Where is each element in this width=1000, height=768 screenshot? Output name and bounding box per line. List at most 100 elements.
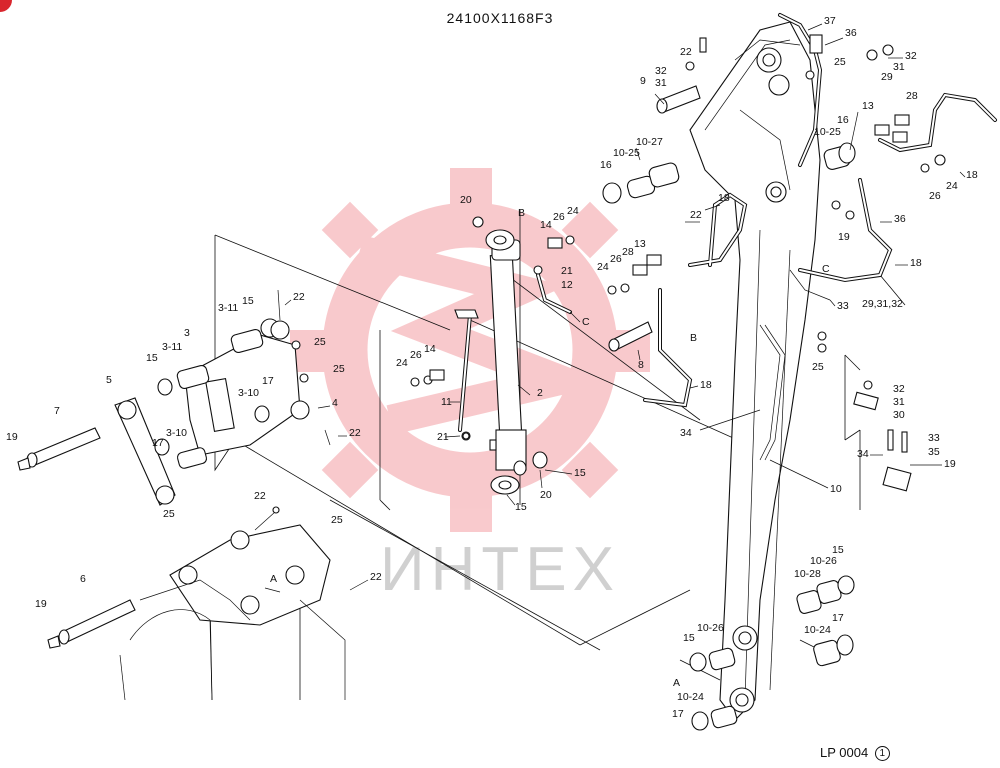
part-label: 4 — [332, 397, 338, 409]
part-label: 24 — [597, 261, 609, 273]
part-label: 30 — [893, 409, 905, 421]
hose-18-right — [688, 92, 997, 283]
part-label: 18 — [700, 379, 712, 391]
part-label: 35 — [928, 446, 940, 458]
part-label: 3-10 — [166, 427, 187, 439]
part-label: 13 — [862, 100, 874, 112]
part-label: 12 — [561, 279, 573, 291]
bucket-linkage — [119, 524, 346, 701]
part-label: 25 — [812, 361, 824, 373]
part-label: 10-25 — [613, 147, 640, 159]
part-label: 14 — [540, 219, 552, 231]
part-label: 29,31,32 — [862, 298, 903, 310]
part-label: 13 — [634, 238, 646, 250]
part-label: A — [270, 573, 277, 585]
part-label: 22 — [680, 46, 692, 58]
part-label: 3-10 — [238, 387, 259, 399]
part-label: 20 — [540, 489, 552, 501]
part-label: 7 — [54, 405, 60, 417]
part-label: 22 — [293, 291, 305, 303]
part-label: 2 — [537, 387, 543, 399]
part-label: 6 — [80, 573, 86, 585]
part-label: 10-26 — [697, 622, 724, 634]
bushings-top — [602, 142, 856, 204]
part-label: 26 — [410, 349, 422, 361]
part-label: 22 — [349, 427, 361, 439]
part-label: 19 — [6, 431, 18, 443]
page-mark-badge: 1 — [874, 746, 890, 762]
hose-12 — [533, 265, 572, 314]
link-3 — [154, 318, 310, 469]
part-label: 31 — [655, 77, 667, 89]
part-label: 15 — [683, 632, 695, 644]
part-label: 10-24 — [804, 624, 831, 636]
arm-cylinder — [485, 229, 527, 495]
part-label: 32 — [893, 383, 905, 395]
hose-36 — [778, 13, 823, 167]
leader-lines — [264, 23, 966, 593]
part-label: C — [822, 263, 830, 275]
part-label: 8 — [638, 359, 644, 371]
page-code: LP 0004 — [820, 745, 869, 760]
part-label: 17 — [832, 612, 844, 624]
part-label: 3 — [184, 327, 190, 339]
pipe-11 — [454, 309, 479, 441]
part-label: 37 — [824, 15, 836, 27]
part-label: 25 — [163, 508, 175, 520]
part-label: 10-26 — [810, 555, 837, 567]
part-label: 17 — [152, 437, 164, 449]
watermark-text: ИНТЕХ — [380, 535, 620, 604]
part-label: B — [690, 332, 697, 344]
part-label: 22 — [370, 571, 382, 583]
page-mark: 1 — [879, 748, 886, 760]
part-label: 29 — [881, 71, 893, 83]
part-label: 32 — [905, 50, 917, 62]
part-label: 15 — [574, 467, 586, 479]
part-label: 10-24 — [677, 691, 704, 703]
part-label: 22 — [254, 490, 266, 502]
part-label: 3-11 — [218, 302, 238, 314]
part-label: 25 — [834, 56, 846, 68]
part-labels: 373632312529223231928131610-2518242610-2… — [6, 15, 978, 720]
part-label: 10-28 — [794, 568, 821, 580]
part-label: 10-27 — [636, 136, 663, 148]
part-label: 32 — [655, 65, 667, 77]
part-label: 31 — [893, 396, 905, 408]
part-label: 18 — [718, 192, 730, 204]
part-label: 24 — [946, 180, 958, 192]
part-label: 24 — [396, 357, 408, 369]
part-label: 34 — [857, 448, 869, 460]
part-label: 36 — [894, 213, 906, 225]
pin-6 — [47, 599, 136, 649]
bushings-bottom — [689, 575, 855, 731]
part-label: 21 — [437, 431, 449, 443]
fittings — [410, 34, 946, 492]
part-label: 10-25 — [814, 126, 841, 138]
part-label: 16 — [600, 159, 612, 171]
pin-7 — [17, 427, 101, 471]
part-label: 19 — [35, 598, 47, 610]
part-label: B — [518, 207, 525, 219]
part-label: 18 — [966, 169, 978, 181]
part-label: 36 — [845, 27, 857, 39]
part-label: 19 — [944, 458, 956, 470]
part-label: 14 — [424, 343, 436, 355]
part-label: C — [582, 316, 590, 328]
part-label: 17 — [262, 375, 274, 387]
bolt-22-left — [277, 289, 281, 321]
part-label: 5 — [106, 374, 112, 386]
pin-9 — [656, 85, 701, 114]
line-33 — [759, 269, 831, 461]
part-label: 18 — [910, 257, 922, 269]
hose-18-center — [643, 288, 693, 408]
page-footer: LP 0004 1 — [820, 745, 890, 762]
bolt-22-mid — [324, 429, 331, 446]
part-label: 28 — [906, 90, 918, 102]
part-label: 19 — [838, 231, 850, 243]
part-label: 10 — [830, 483, 842, 495]
drawing-code: 24100X1168F3 — [446, 10, 554, 26]
part-label: 31 — [893, 61, 905, 73]
part-label: 15 — [515, 501, 527, 513]
